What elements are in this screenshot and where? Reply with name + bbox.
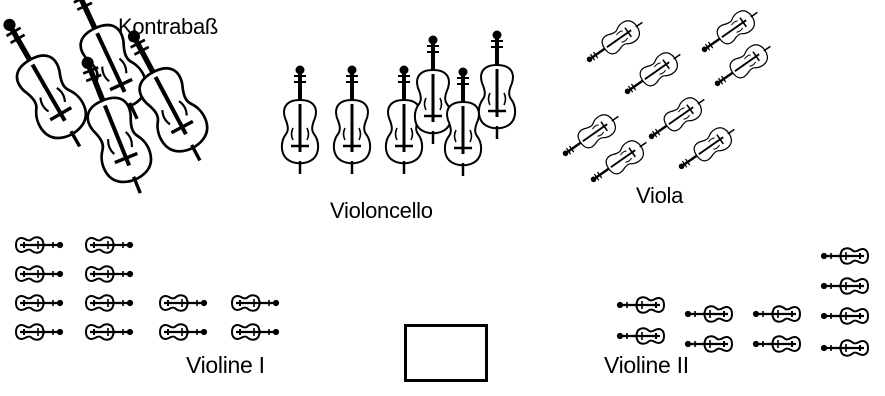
kontrabass-label: Kontrabaß — [118, 14, 219, 39]
violine1-instrument — [230, 323, 280, 341]
violine1-instrument — [230, 294, 280, 312]
violine2-instrument — [820, 277, 870, 295]
viola-group — [555, 1, 779, 192]
conductor-podium-icon — [404, 324, 488, 382]
violoncello-label: Violoncello — [330, 198, 433, 223]
violoncello-group — [279, 29, 518, 178]
violine1-instrument — [84, 323, 134, 341]
violine1-instrument — [84, 236, 134, 254]
violine2-instrument — [820, 307, 870, 325]
viola-instrument — [579, 11, 651, 72]
viola-instrument — [641, 88, 713, 149]
violine1-instrument — [84, 294, 134, 312]
viola-instrument — [707, 35, 779, 96]
viola-label: Viola — [636, 183, 684, 208]
violine1-instrument — [14, 294, 64, 312]
violoncello-instrument — [331, 64, 373, 176]
violine1-label: Violine I — [186, 352, 265, 378]
violoncello-instrument — [412, 34, 454, 146]
violoncello-instrument — [442, 66, 484, 178]
violine1-instrument — [14, 323, 64, 341]
violine1-instrument — [84, 265, 134, 283]
violine1-instrument — [14, 236, 64, 254]
violine2-instrument — [684, 305, 734, 323]
kontrabass-instrument — [0, 8, 101, 159]
violine1-instrument — [158, 323, 208, 341]
violine2-instrument — [752, 335, 802, 353]
violine2-instrument — [616, 327, 666, 345]
violine2-instrument — [820, 339, 870, 357]
violine2-instrument — [684, 335, 734, 353]
violine2-instrument — [616, 296, 666, 314]
violine1-instrument — [158, 294, 208, 312]
violine2-instrument — [820, 247, 870, 265]
violine1-instrument — [14, 265, 64, 283]
violoncello-instrument — [476, 29, 518, 141]
viola-instrument — [671, 118, 743, 179]
violine1-group — [14, 236, 280, 341]
violine2-instrument — [752, 305, 802, 323]
violoncello-instrument — [279, 64, 321, 176]
violine2-group — [616, 247, 870, 357]
viola-instrument — [617, 43, 689, 104]
violine2-label: Violine II — [604, 352, 689, 378]
